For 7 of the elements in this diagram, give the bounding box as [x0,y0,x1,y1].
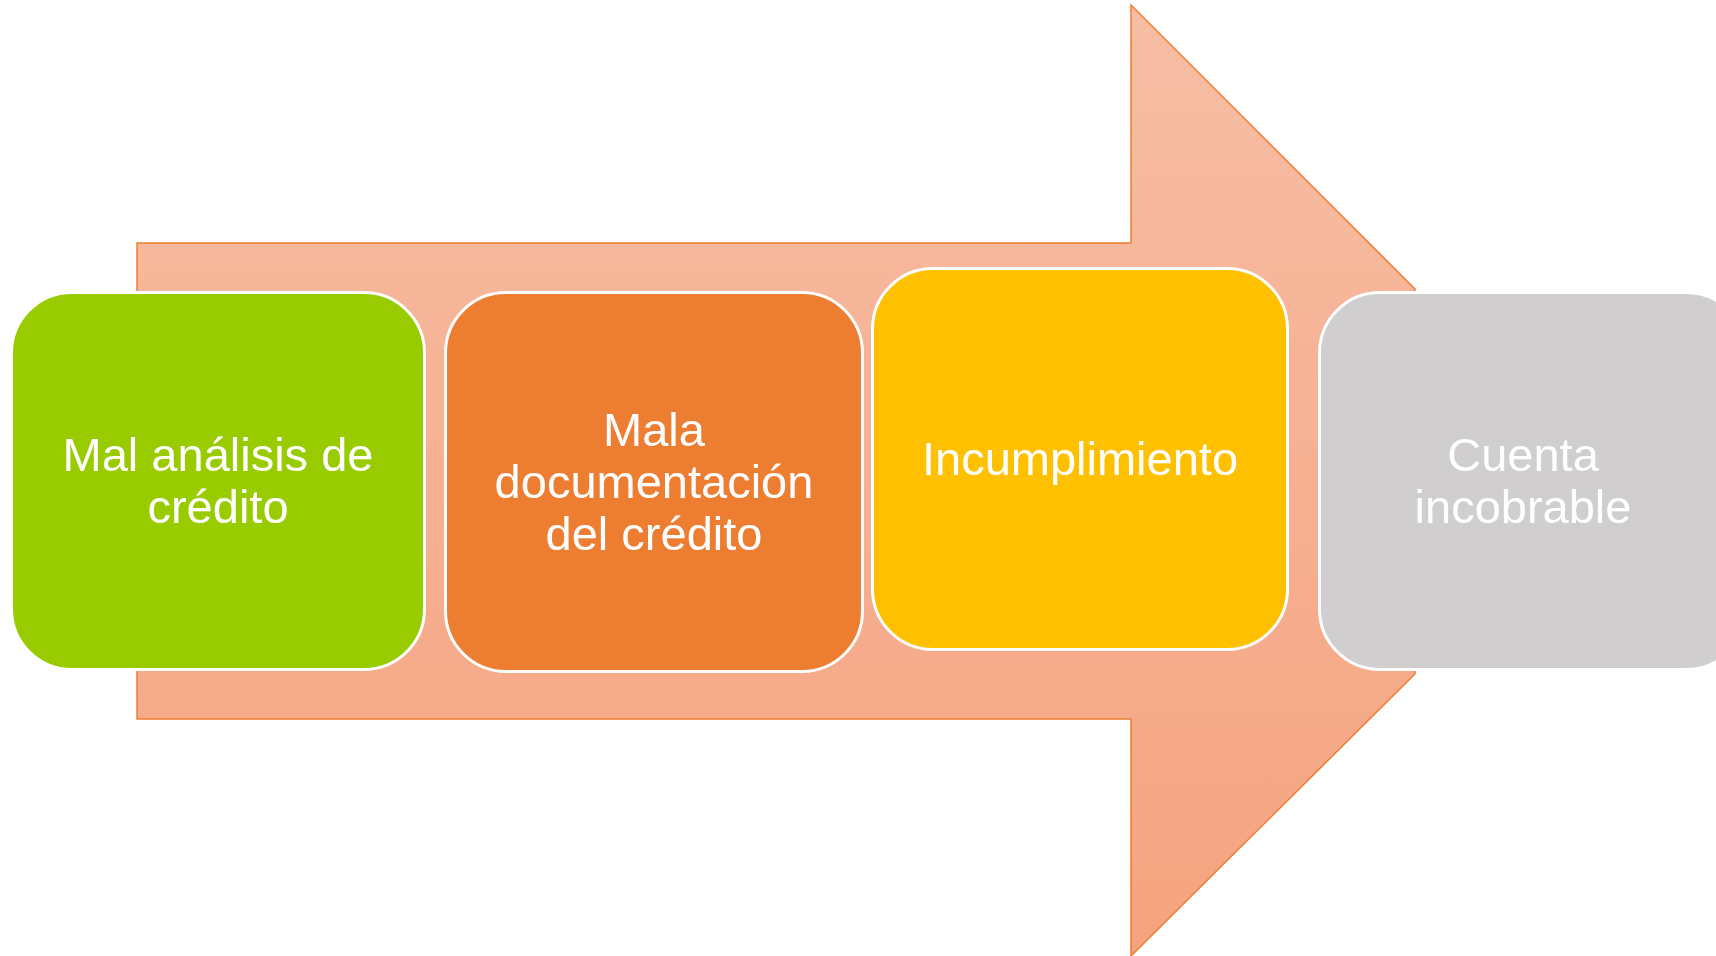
step-box [444,291,864,673]
step-label: Mal análisis de crédito [61,429,375,533]
step-label: Mala documentación del crédito [493,404,815,560]
step-box [1318,291,1716,671]
step-box [10,291,426,671]
step-label: Incumplimiento [921,433,1239,485]
step-box [871,267,1289,651]
